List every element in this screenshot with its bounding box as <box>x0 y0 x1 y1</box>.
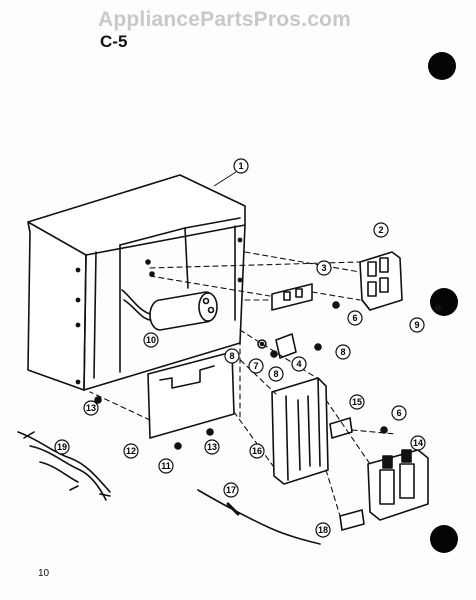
svg-text:11: 11 <box>161 461 171 471</box>
callout-12: 12 <box>123 443 139 459</box>
mounting-plate <box>147 351 235 439</box>
page-number: 10 <box>38 568 50 579</box>
svg-text:12: 12 <box>126 446 136 456</box>
callout-14: 14 <box>410 435 426 451</box>
terminal-block <box>271 283 313 311</box>
svg-text:15: 15 <box>352 397 362 407</box>
callout-11: 11 <box>158 458 174 474</box>
callout-3: 3 <box>316 260 332 276</box>
binder-hole-middle <box>430 288 458 316</box>
screws <box>94 259 442 450</box>
svg-text:3: 3 <box>321 263 326 273</box>
diagram-code: C-5 <box>100 32 128 51</box>
callout-6a: 6 <box>347 310 363 326</box>
clip <box>329 417 353 439</box>
callout-6b: 6 <box>391 405 407 421</box>
binder-hole-bottom <box>430 525 458 553</box>
grommet <box>257 339 267 349</box>
contactor <box>359 251 403 311</box>
svg-text:6: 6 <box>396 408 401 418</box>
callout-13b: 13 <box>204 439 220 455</box>
channel-bracket <box>271 377 329 485</box>
part-callouts: 1 2 3 4 6 6 7 8 8 8 9 10 11 12 13 13 14 … <box>54 158 426 538</box>
sensor-cable <box>197 489 321 545</box>
wiring-harness <box>17 431 111 501</box>
callout-10: 10 <box>143 332 159 348</box>
callout-8b: 8 <box>268 366 284 382</box>
svg-text:19: 19 <box>57 442 67 452</box>
callout-8c: 8 <box>335 344 351 360</box>
svg-text:1: 1 <box>238 161 243 171</box>
callout-15: 15 <box>349 394 365 410</box>
svg-text:9: 9 <box>414 320 419 330</box>
svg-text:17: 17 <box>226 485 236 495</box>
small-strap <box>339 509 365 531</box>
binder-hole-top <box>428 52 456 80</box>
svg-text:10: 10 <box>146 335 156 345</box>
callout-17: 17 <box>223 482 239 498</box>
svg-text:14: 14 <box>413 438 423 448</box>
svg-text:2: 2 <box>378 225 383 235</box>
callout-4: 4 <box>291 356 307 372</box>
callout-2: 2 <box>373 222 389 238</box>
cabinet-box <box>27 174 246 391</box>
capacitor <box>121 289 218 331</box>
svg-text:13: 13 <box>86 403 96 413</box>
callout-7: 7 <box>248 358 264 374</box>
watermark: AppliancePartsPros.com <box>98 8 351 31</box>
callout-16: 16 <box>249 443 265 459</box>
svg-text:8: 8 <box>273 369 278 379</box>
callout-9: 9 <box>409 317 425 333</box>
circuit-breaker <box>367 449 429 521</box>
small-bracket <box>275 333 297 359</box>
callout-13a: 13 <box>83 400 99 416</box>
svg-text:8: 8 <box>340 347 345 357</box>
svg-text:4: 4 <box>296 359 301 369</box>
callout-1: 1 <box>213 158 249 187</box>
callout-18: 18 <box>315 522 331 538</box>
svg-text:7: 7 <box>253 361 258 371</box>
svg-text:8: 8 <box>229 351 234 361</box>
callout-19: 19 <box>54 439 70 455</box>
callout-8a: 8 <box>224 348 240 364</box>
svg-text:18: 18 <box>318 525 328 535</box>
svg-text:16: 16 <box>252 446 262 456</box>
svg-text:6: 6 <box>352 313 357 323</box>
svg-text:13: 13 <box>207 442 217 452</box>
